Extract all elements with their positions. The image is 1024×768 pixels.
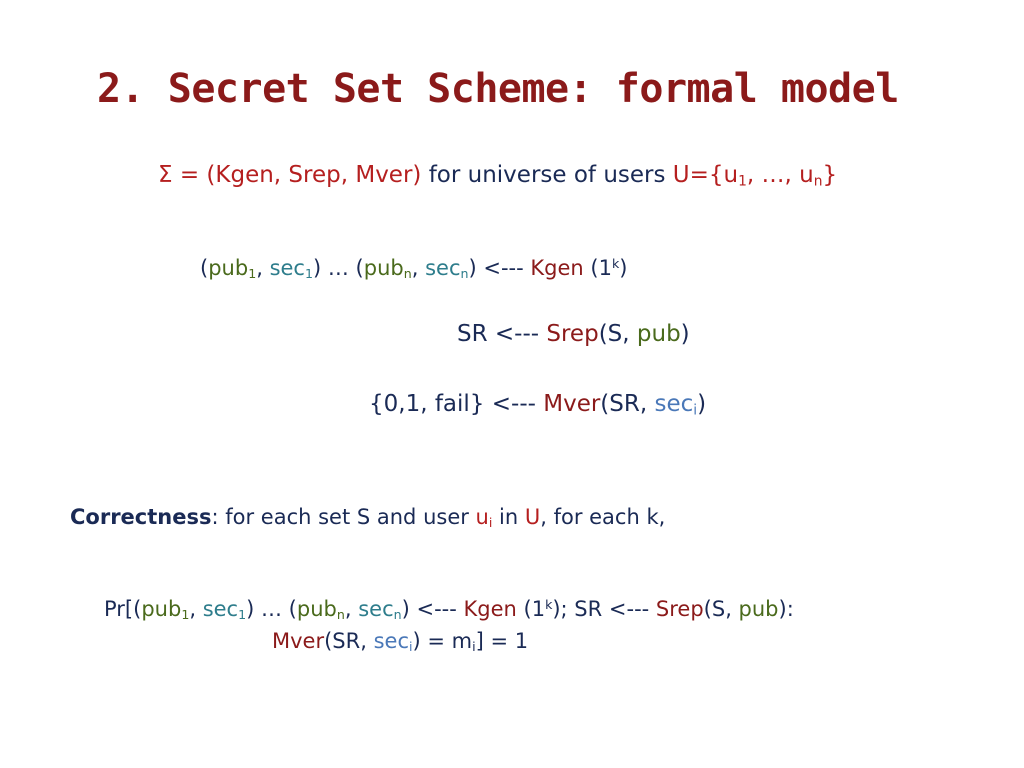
srep-function: Srep <box>546 321 599 347</box>
kgen-sec: sec <box>269 256 305 280</box>
kgen-sec-n: sec <box>425 256 461 280</box>
correctness-text-1: : for each set S and user <box>211 505 476 529</box>
pr-srep-pub: pub <box>738 597 779 621</box>
pr-mver-result: ) = m <box>412 629 473 653</box>
universe-text: for universe of users <box>428 162 666 188</box>
kgen-arrow: ) <--- <box>468 256 531 280</box>
srep-open: (S, <box>598 321 637 347</box>
pr-open: Pr[( <box>104 597 142 621</box>
kgen-arg: (1 <box>583 256 612 280</box>
pr-kgen-arg: (1 <box>516 597 546 621</box>
kgen-equation: (pub1, sec1) … (pubn, secn) <--- Kgen (1… <box>200 256 627 281</box>
pr-sec: sec <box>202 597 239 621</box>
correctness-in: in <box>492 505 525 529</box>
kgen-sup-k: k <box>611 256 620 272</box>
pr-pub-n-sub: n <box>336 607 345 623</box>
universe-sep: , …, u <box>746 162 814 188</box>
pr-sr-arrow: ); SR <--- <box>552 597 656 621</box>
kgen-comma: , <box>256 256 270 280</box>
kgen-dots: ) … ( <box>313 256 364 280</box>
pr-end: ] = 1 <box>475 629 529 653</box>
universe-sub-n: n <box>813 173 823 190</box>
mver-open: (SR, <box>600 391 655 417</box>
probability-line-1: Pr[(pub1, sec1) … (pubn, secn) <--- Kgen… <box>104 597 794 622</box>
correctness-user: u <box>475 505 489 529</box>
kgen-arg-close: ) <box>619 256 628 280</box>
kgen-pub-sub: 1 <box>248 266 257 282</box>
srep-close: ) <box>680 321 690 347</box>
srep-lhs: SR <--- <box>457 321 547 347</box>
universe-sub-1: 1 <box>738 173 747 190</box>
pr-mver-sec-sub: i <box>409 639 413 655</box>
pr-pub-n: pub <box>296 597 337 621</box>
kgen-sec-sub: 1 <box>304 266 313 282</box>
pr-sec-sub: 1 <box>238 607 247 623</box>
probability-line-2: Mver(SR, seci) = mi] = 1 <box>272 629 528 654</box>
mver-function: Mver <box>543 391 601 417</box>
correctness-label: Correctness <box>70 505 212 529</box>
pr-mver-sec: sec <box>373 629 409 653</box>
universe-set: U={u1, …, un} <box>672 162 838 190</box>
pr-sec-n: sec <box>358 597 394 621</box>
kgen-pub-n: pub <box>363 256 404 280</box>
kgen-open: ( <box>200 256 209 280</box>
mver-lhs: {0,1, fail} <--- <box>369 391 544 417</box>
pr-pub: pub <box>141 597 182 621</box>
pr-kgen: Kgen <box>463 597 517 621</box>
pr-arrow: ) <--- <box>401 597 464 621</box>
pr-sup-k: k <box>545 597 553 613</box>
pr-dots: ) … ( <box>246 597 297 621</box>
kgen-function: Kgen <box>530 256 584 280</box>
mver-sec: sec <box>654 391 694 417</box>
pr-mver-open: (SR, <box>324 629 374 653</box>
pr-sec-n-sub: n <box>393 607 402 623</box>
srep-equation: SR <--- Srep(S, pub) <box>457 321 690 349</box>
pr-comma: , <box>189 597 203 621</box>
sigma-tuple: Σ = (Kgen, Srep, Mver) <box>158 162 422 188</box>
sigma-definition: Σ = (Kgen, Srep, Mver) for universe of u… <box>158 162 837 190</box>
mver-sec-sub: i <box>693 402 698 419</box>
srep-pub: pub <box>636 321 681 347</box>
mver-close: ) <box>697 391 707 417</box>
pr-pub-sub: 1 <box>181 607 190 623</box>
kgen-sec-n-sub: n <box>460 266 469 282</box>
pr-srep: Srep <box>655 597 704 621</box>
mver-equation: {0,1, fail} <--- Mver(SR, seci) <box>369 391 706 419</box>
pr-mver: Mver <box>272 629 325 653</box>
correctness-universe: U <box>524 505 541 529</box>
pr-srep-close: ): <box>778 597 794 621</box>
pr-comma-2: , <box>344 597 359 621</box>
kgen-pub-n-sub: n <box>403 266 412 282</box>
correctness-user-sub: i <box>488 515 493 531</box>
kgen-comma-2: , <box>411 256 426 280</box>
pr-srep-open: (S, <box>703 597 739 621</box>
universe-close: } <box>822 162 838 188</box>
universe-open: U={u <box>672 162 739 188</box>
kgen-pub: pub <box>208 256 249 280</box>
slide-title: 2. Secret Set Scheme: formal model <box>97 66 899 112</box>
correctness-statement: Correctness: for each set S and user ui … <box>70 505 665 530</box>
correctness-text-2: , for each k, <box>540 505 666 529</box>
pr-m-sub: i <box>472 639 476 655</box>
